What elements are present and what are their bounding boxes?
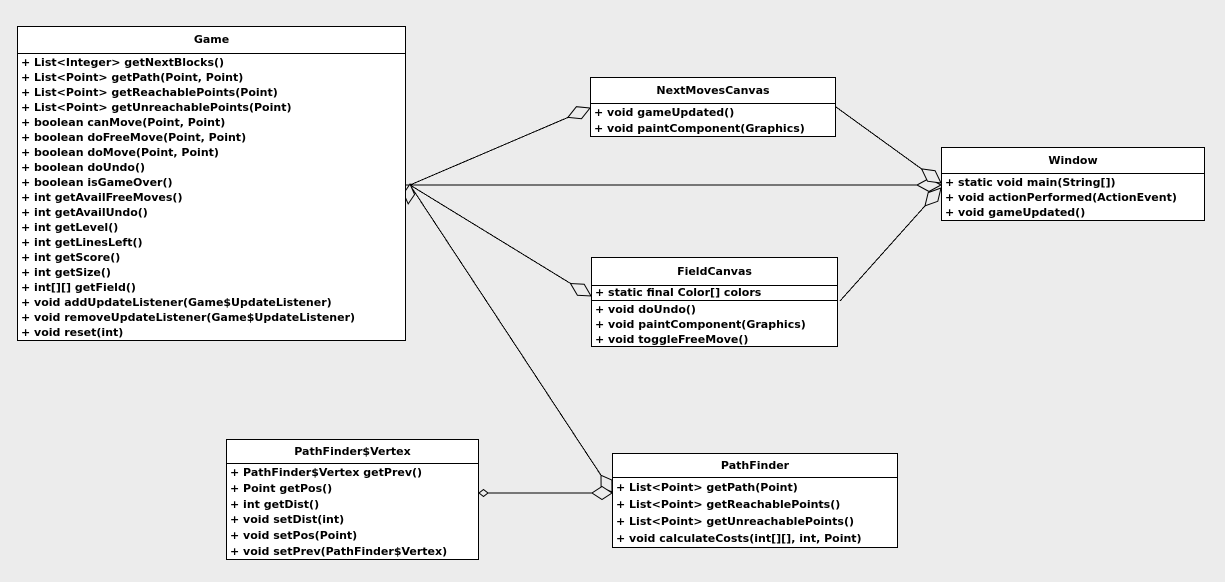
methods-compartment: + PathFinder$Vertex getPrev() + Point get…: [227, 464, 478, 560]
method-row: + void paintComponent(Graphics): [595, 318, 806, 331]
class-title: Window: [942, 148, 1204, 174]
method-row: + List<Point> getUnreachablePoints(): [616, 515, 854, 528]
method-row: + boolean canMove(Point, Point): [21, 116, 226, 129]
method-row: + void setPrev(PathFinder$Vertex): [230, 544, 448, 558]
class-box-path_finder[interactable]: PathFinder+ List<Point> getPath(Point)+ …: [612, 453, 898, 548]
method-row: + boolean doUndo(): [21, 161, 146, 174]
method-row: + void calculateCosts(int[][], int, Poin…: [616, 532, 862, 545]
method-row: + int getLevel(): [21, 221, 119, 234]
method-row: + Point getPos(): [230, 481, 333, 495]
connector-game-fieldcanvas: [409, 184, 592, 297]
method-row: + int getAvailFreeMoves(): [21, 191, 183, 204]
class-box-field_canvas[interactable]: FieldCanvas+ static final Color[] colors…: [591, 257, 838, 347]
method-row: + int getLinesLeft(): [21, 236, 143, 249]
method-row: + void doUndo(): [595, 303, 696, 316]
method-row: + int getScore(): [21, 251, 121, 264]
methods-compartment: + List<Integer> getNextBlocks() + List<Po…: [18, 54, 405, 340]
method-row: + void addUpdateListener(Game$UpdateList…: [21, 296, 332, 309]
aggregation-diamond-nextmovescanvas: [566, 106, 591, 120]
class-title: PathFinder$Vertex: [227, 440, 478, 464]
connector-game-nextmovescanvas: [409, 107, 591, 186]
method-row: + void gameUpdated(): [594, 106, 735, 119]
method-row: + void paintComponent(Graphics): [594, 122, 805, 135]
methods-compartment: + void gameUpdated() + void paintComponen…: [591, 104, 835, 137]
method-row: + List<Point> getReachablePoints(Point): [21, 86, 278, 99]
fields-compartment: + static final Color[] colors: [592, 286, 837, 301]
method-row: + boolean doMove(Point, Point): [21, 146, 219, 159]
field-row: + static final Color[] colors: [595, 286, 762, 299]
methods-compartment: + static void main(String[]) + void actio…: [942, 174, 1204, 220]
method-row: + void actionPerformed(ActionEvent): [945, 191, 1177, 204]
aggregation-diamond-window: [924, 187, 942, 207]
methods-compartment: + void doUndo() + void paintComponent(Gra…: [592, 301, 837, 347]
method-row: + int getDist(): [230, 497, 320, 511]
class-title: FieldCanvas: [592, 258, 837, 286]
method-row: + List<Point> getUnreachablePoints(Point…: [21, 101, 292, 114]
aggregation-diamond-window: [920, 168, 942, 184]
method-row: + List<Point> getPath(Point): [616, 481, 798, 494]
method-row: + boolean doFreeMove(Point, Point): [21, 131, 247, 144]
class-box-game[interactable]: Game+ List<Integer> getNextBlocks()+ Lis…: [17, 26, 406, 341]
method-row: + void gameUpdated(): [945, 206, 1086, 219]
method-row: + static void main(String[]): [945, 176, 1116, 189]
method-row: + void setPos(Point): [230, 529, 358, 543]
method-row: + int[][] getField(): [21, 281, 136, 294]
method-row: + List<Point> getPath(Point, Point): [21, 71, 244, 84]
aggregation-diamond-pathfinder: [591, 485, 613, 501]
method-row: + void toggleFreeMove(): [595, 333, 749, 346]
method-row: + void reset(int): [21, 326, 124, 339]
class-title: Game: [18, 27, 405, 54]
aggregation-diamond-fieldcanvas: [569, 282, 592, 297]
method-row: + void removeUpdateListener(Game$UpdateL…: [21, 311, 356, 324]
connector-game-pathfinder: [409, 184, 613, 493]
connector-fieldcanvas-window: [839, 187, 942, 302]
class-box-window[interactable]: Window + static void main(String[]) + void…: [941, 147, 1205, 221]
method-row: + List<Point> getReachablePoints(): [616, 498, 841, 511]
class-box-path_finder_vertex[interactable]: PathFinder$Vertex+ PathFinder$Vertex get…: [226, 439, 479, 560]
method-row: + PathFinder$Vertex getPrev(): [230, 466, 423, 479]
method-row: + int getSize(): [21, 266, 111, 279]
methods-compartment: + List<Point> getPath(Point) + List<Point…: [613, 478, 897, 547]
method-row: + boolean isGameOver(): [21, 176, 173, 189]
method-row: + void setDist(int): [230, 513, 345, 527]
method-row: + List<Integer> getNextBlocks(): [21, 56, 225, 69]
class-title: PathFinder: [613, 454, 897, 478]
aggregation-diamond-pathfinder: [478, 488, 489, 498]
class-title: NextMovesCanvas: [591, 78, 835, 104]
method-row: + int getAvailUndo(): [21, 206, 148, 219]
class-box-next_moves_canvas[interactable]: NextMovesCanvas+ void gameUpdated()+ voi…: [590, 77, 836, 137]
